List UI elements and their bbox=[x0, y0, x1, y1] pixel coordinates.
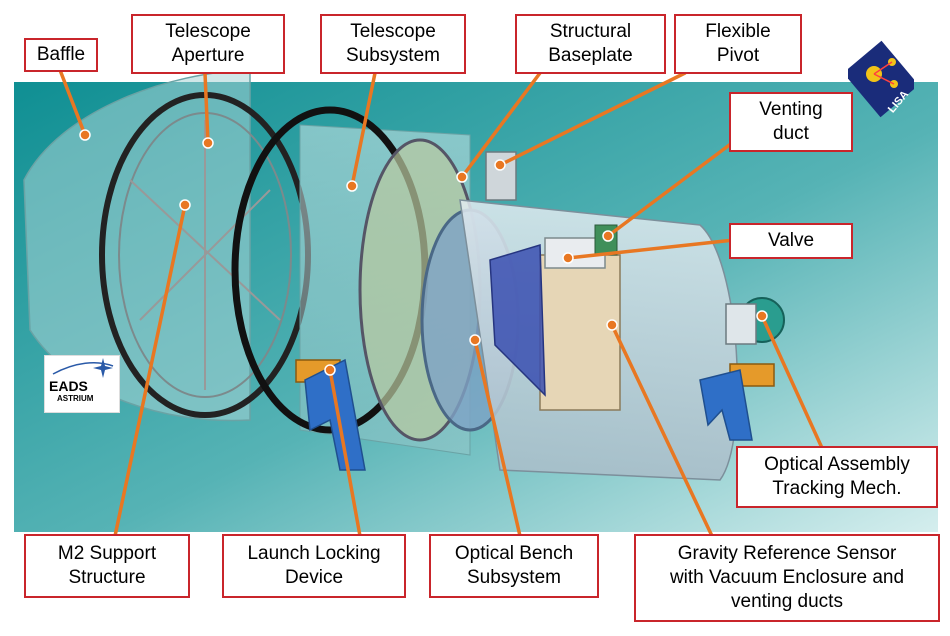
leader-dot-bench bbox=[469, 334, 481, 346]
label-launch-locking: Launch Locking Device bbox=[222, 534, 406, 598]
leader-dot-pivot bbox=[494, 159, 506, 171]
label-gravity-reference: Gravity Reference Sensor with Vacuum Enc… bbox=[634, 534, 940, 622]
label-telescope-subsystem: Telescope Subsystem bbox=[320, 14, 466, 74]
label-m2-support: M2 Support Structure bbox=[24, 534, 190, 598]
optical-bench-mount bbox=[489, 244, 546, 397]
leader-dot-m2 bbox=[179, 199, 191, 211]
label-structural-baseplate: Structural Baseplate bbox=[515, 14, 666, 74]
leader-dot-subsystem bbox=[346, 180, 358, 192]
leader-dot-baffle bbox=[79, 129, 91, 141]
tracking-mech-plate bbox=[725, 303, 757, 345]
leader-dot-tracking bbox=[756, 310, 768, 322]
label-flexible-pivot: Flexible Pivot bbox=[674, 14, 802, 74]
leader-tracking-mech bbox=[760, 314, 824, 450]
leader-telescope-subsystem bbox=[350, 71, 377, 188]
label-baffle: Baffle bbox=[24, 38, 98, 72]
label-venting-duct: Venting duct bbox=[729, 92, 853, 152]
leader-m2-support bbox=[113, 203, 187, 538]
leader-telescope-aperture bbox=[203, 71, 210, 145]
leader-dot-aperture bbox=[202, 137, 214, 149]
leader-launch-locking bbox=[328, 368, 362, 538]
leader-optical-bench bbox=[473, 338, 522, 538]
label-optical-assembly-tracking: Optical Assembly Tracking Mech. bbox=[736, 446, 938, 508]
leader-dot-gravity bbox=[606, 319, 618, 331]
label-valve: Valve bbox=[729, 223, 853, 259]
leader-flexible-pivot bbox=[498, 71, 687, 167]
leader-venting-duct bbox=[606, 138, 738, 238]
gravity-sensor-core bbox=[539, 254, 621, 411]
leader-structural-baseplate bbox=[460, 71, 542, 179]
eads-logo-text: EADS bbox=[49, 378, 88, 394]
leader-dot-valve bbox=[562, 252, 574, 264]
leader-valve bbox=[566, 238, 736, 260]
launch-locking-device-right bbox=[699, 363, 775, 441]
leader-gravity-reference bbox=[610, 323, 714, 538]
leader-dot-venting bbox=[602, 230, 614, 242]
leader-dot-baseplate bbox=[456, 171, 468, 183]
astrium-logo-text: ASTRIUM bbox=[57, 394, 94, 403]
label-optical-bench: Optical Bench Subsystem bbox=[429, 534, 599, 598]
leader-baffle bbox=[58, 68, 87, 137]
lisa-logo: LISA bbox=[843, 40, 919, 120]
eads-astrium-logo: EADS ASTRIUM bbox=[44, 355, 120, 413]
leader-dot-launch bbox=[324, 364, 336, 376]
label-telescope-aperture: Telescope Aperture bbox=[131, 14, 285, 74]
